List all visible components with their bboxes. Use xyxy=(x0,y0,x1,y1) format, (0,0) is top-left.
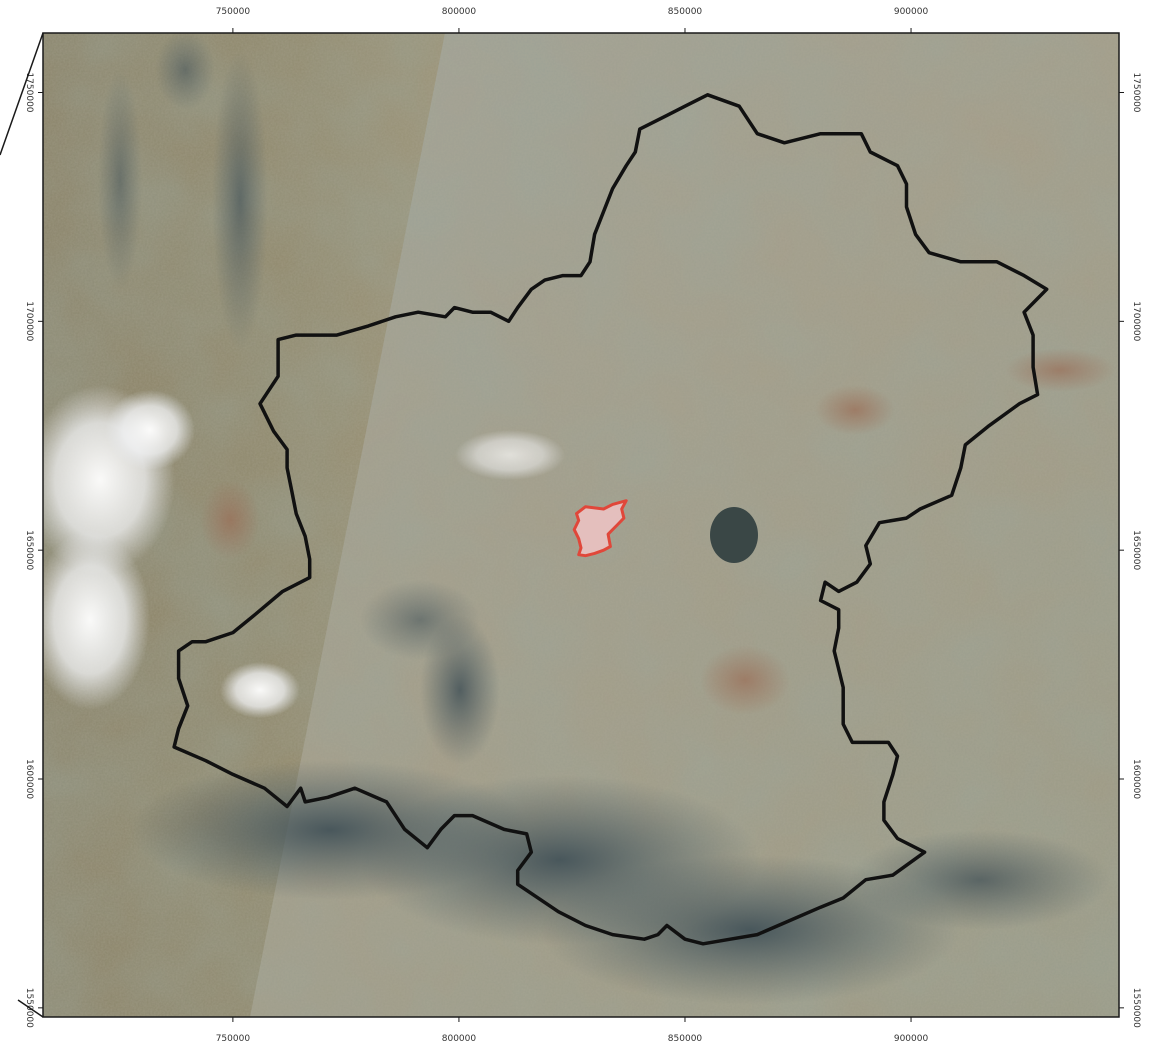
y-tick-label-left: 1750000 xyxy=(24,72,34,112)
highlighted-parcel[interactable] xyxy=(572,499,628,558)
coordinate-ticks xyxy=(38,28,1124,1022)
x-tick-label-bottom: 850000 xyxy=(668,1034,703,1044)
frame-fold-line xyxy=(0,32,44,156)
study-area-boundary[interactable] xyxy=(172,93,1049,946)
satellite-imagery xyxy=(43,33,1119,1017)
x-tick-label-bottom: 900000 xyxy=(894,1034,929,1044)
y-tick-label-right: 1600000 xyxy=(1131,759,1141,799)
y-tick-label-left: 1700000 xyxy=(24,301,34,341)
x-tick-label-top: 900000 xyxy=(894,7,929,17)
y-tick-label-left: 1650000 xyxy=(24,530,34,570)
x-tick-label-bottom: 800000 xyxy=(442,1034,477,1044)
x-tick-label-top: 850000 xyxy=(668,7,703,17)
frame-fold-line xyxy=(17,999,44,1018)
x-tick-label-top: 800000 xyxy=(442,7,477,17)
y-tick-label-right: 1550000 xyxy=(1131,988,1141,1028)
map-frame xyxy=(42,32,1120,1018)
y-tick-label-right: 1750000 xyxy=(1131,72,1141,112)
x-tick-label-top: 750000 xyxy=(216,7,251,17)
y-tick-label-left: 1600000 xyxy=(24,759,34,799)
x-tick-label-bottom: 750000 xyxy=(216,1034,251,1044)
y-tick-label-right: 1650000 xyxy=(1131,530,1141,570)
y-tick-label-right: 1700000 xyxy=(1131,301,1141,341)
